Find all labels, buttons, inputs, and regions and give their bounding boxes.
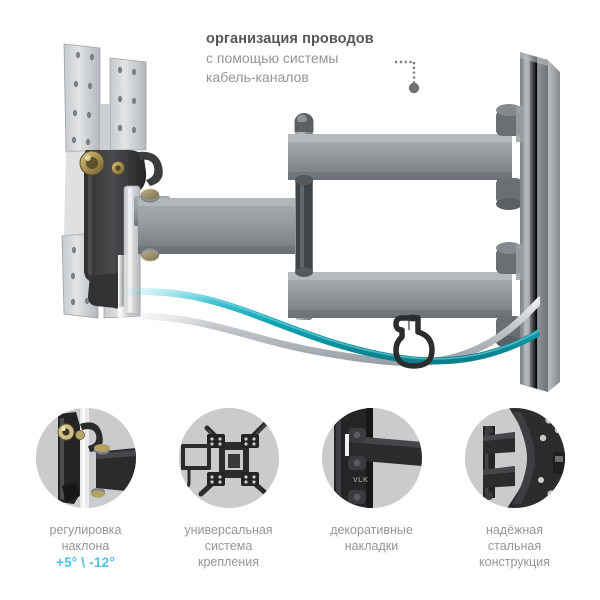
articulating-extension-arm xyxy=(134,188,300,262)
feature-row: регулировка наклона +5° \ -12° xyxy=(0,400,600,600)
callout-title: организация проводов xyxy=(206,31,374,47)
feature-caption-tilt: регулировка наклона xyxy=(49,523,122,553)
teal-cable xyxy=(126,288,550,365)
feature-angle-value: +5° \ -12° xyxy=(56,555,115,570)
feature-caption-steel: надёжная стальная конструкция xyxy=(479,523,550,569)
feature-caption-decorative: декоративные накладки xyxy=(330,523,413,553)
tilt-lock-knob xyxy=(79,150,125,176)
thumb-wall-plate-cover: VLK xyxy=(321,408,422,508)
feature-caption-universal: универсальная система крепления xyxy=(184,523,273,569)
feature-universal-mounting[interactable]: универсальная система крепления xyxy=(161,400,296,571)
thumb-steel-frame xyxy=(464,408,565,508)
thumb-tilt-mechanism xyxy=(35,408,136,508)
gray-cable xyxy=(124,296,544,367)
cable-group xyxy=(124,288,550,367)
upper-arm-bar xyxy=(288,134,512,180)
product-illustration xyxy=(61,43,560,395)
feature-tilt-adjustment[interactable]: регулировка наклона +5° \ -12° xyxy=(18,400,153,570)
callout-text-block: организация проводов с помощью системы к… xyxy=(206,30,426,87)
cable-management-clip xyxy=(393,314,435,369)
upper-hinge-knuckle xyxy=(496,104,522,210)
feature-steel-construction[interactable]: надёжная стальная конструкция xyxy=(447,400,582,571)
callout-subtitle-line-2: кабель-каналов xyxy=(206,69,309,85)
feature-decorative-covers[interactable]: VLK декоративные накладки xyxy=(304,400,439,555)
vlk-logo-text: VLK xyxy=(353,477,369,484)
parallel-arm-assembly xyxy=(288,104,522,348)
lower-arm-bar xyxy=(288,272,512,318)
wall-mounting-plate xyxy=(516,52,560,392)
thumb-vesa-spider xyxy=(178,408,279,508)
callout-subtitle-line-1: с помощью системы xyxy=(206,50,339,66)
